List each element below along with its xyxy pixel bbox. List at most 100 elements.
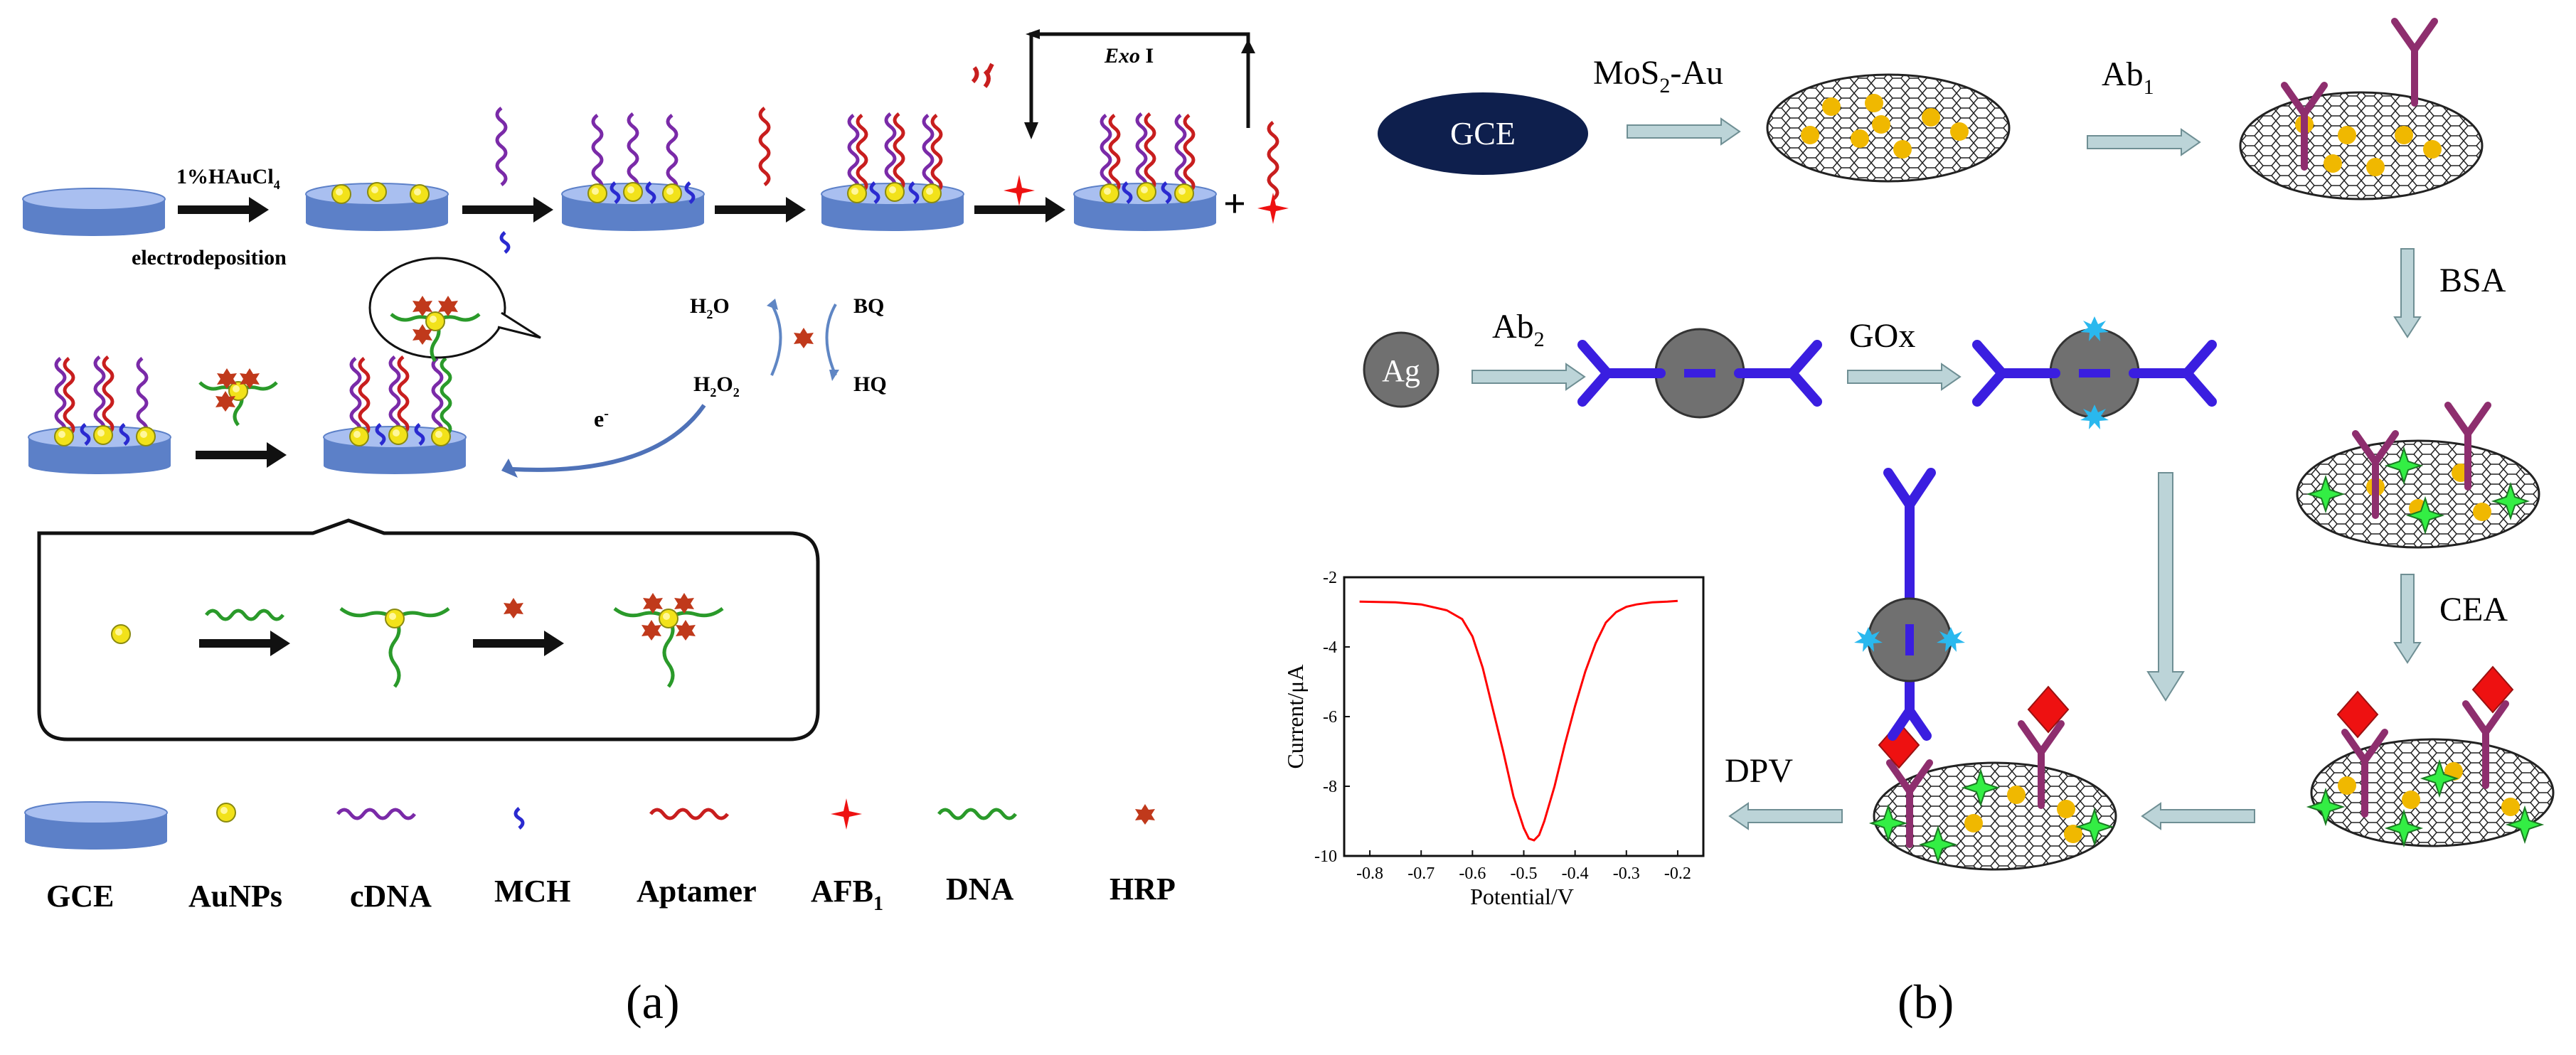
sandwich-sheet [1870,686,2117,871]
process-arrow [178,197,269,223]
cea-label: CEA [2439,591,2508,628]
exo-layer [1100,114,1193,203]
ag-ab2-gox-conjugate [1972,316,2217,429]
mos2-au-sheet [1766,73,2011,183]
au-dna-hrp-probe [198,368,278,427]
au-particles-row1 [331,182,430,204]
legend-afb1-icon [831,798,862,830]
h2o2-label: H2O2 [693,373,740,400]
step-arrow [1471,363,1585,390]
legend-dna-icon [939,810,1016,818]
bound-ab2-gox [1854,468,1965,741]
step-arrow [2394,248,2421,338]
plus-sign: + [1223,182,1246,226]
electrodeposition-label: electrodeposition [132,246,287,269]
gce-ellipse [1378,92,1588,175]
zoom-bubble [368,257,541,363]
aptamer-free [760,108,769,185]
legend-dna-label: DNA [946,872,1014,906]
cea-sheet [2308,666,2555,847]
legend-mch-icon [516,808,523,828]
redox-cycle [767,299,839,381]
legend-aunp-icon [216,803,236,823]
capture-layer [54,357,156,446]
duplex-layer [847,114,941,203]
legend-cdna-label: cDNA [350,879,432,914]
electron-label: e- [594,406,609,432]
inset-au-dna [339,606,450,688]
step-arrow [2394,574,2421,663]
mch-free [501,232,509,252]
y-tick-label: -2 [1323,569,1337,587]
ag-sphere [1363,331,1439,408]
electron-transfer-arrow [511,404,706,472]
mos2au-label: MoS2-Au [1593,54,1723,97]
step-arrow [2141,803,2255,830]
x-tick-label: -0.6 [1459,864,1486,883]
exo-label: Exo I [1104,44,1154,68]
panel-b: GCE MoS2-Au Ab1 BSA [1282,21,2555,1029]
inset-au-dna-hrp [613,593,724,688]
step-arrow [1847,363,1961,390]
process-arrow [715,197,806,223]
aptamer-released [1269,122,1277,199]
legend-gce-label: GCE [46,879,114,914]
legend-hrp-icon [1135,804,1155,825]
electron-arrowhead [501,459,518,478]
x-tick-label: -0.3 [1613,864,1640,883]
panel-a-caption: (a) [626,975,679,1029]
y-axis-ticks: -2-4-6-8-10 [1314,569,1350,866]
legend-aptamer-label: Aptamer [637,874,757,909]
y-tick-label: -6 [1323,708,1337,727]
inset-hrp [504,598,523,618]
h2o-label: H2O [690,294,730,321]
exo-cycle-arrow [1024,29,1255,139]
legend-cdna-icon [338,810,415,818]
ab2-label: Ab2 [1492,308,1545,351]
signal-layer [349,357,450,446]
cdna-strand-free [497,108,506,185]
afb1-bound [1257,193,1289,224]
legend-aptamer-icon [651,810,728,818]
ab1-sheet [2239,21,2484,200]
process-arrow [196,442,287,468]
ab1-label: Ab1 [2102,55,2154,99]
long-down-arrow [2146,472,2185,702]
dpv-chart: -0.8-0.7-0.6-0.5-0.4-0.3-0.2 -2-4-6-8-10… [1282,569,1705,909]
dpv-label: DPV [1725,752,1793,790]
gce-label: GCE [1450,115,1516,151]
panel-b-caption: (b) [1898,975,1954,1029]
legend: GCE AuNPs cDNA MCH Aptamer AFB1 DNA HRP [24,798,1176,915]
x-tick-label: -0.2 [1664,864,1691,883]
ag-label: Ag [1382,353,1420,388]
cdna-layer [587,114,693,203]
reagent-label: 1%HAuCl4 [176,165,280,192]
cleaved-aptamer [971,63,994,88]
legend-aunps-label: AuNPs [188,879,282,914]
x-tick-label: -0.7 [1407,864,1435,883]
x-axis-label: Potential/V [1470,884,1574,909]
gox-label: GOx [1849,317,1915,355]
x-tick-label: -0.8 [1356,864,1383,883]
dpv-curve [1359,599,1678,842]
bsa-label: BSA [2439,262,2506,299]
process-arrow [473,631,564,656]
y-tick-label: -8 [1323,778,1337,796]
probe-prep-inset [37,518,820,741]
process-arrow [462,197,553,223]
legend-gce-icon [24,801,168,850]
step-arrow [1627,118,1740,145]
process-arrow [199,631,290,656]
legend-afb1-label: AFB1 [811,874,883,915]
y-tick-label: -4 [1323,638,1337,657]
bq-label: BQ [853,294,884,318]
y-axis-label: Current/μA [1282,665,1308,769]
chart-frame [1343,576,1705,857]
ag-ab2-conjugate [1577,328,1822,419]
step-arrow [2087,129,2200,156]
inset-dna [206,611,283,619]
hq-label: HQ [853,373,887,396]
gce-electrode [22,188,166,237]
x-tick-label: -0.5 [1511,864,1538,883]
